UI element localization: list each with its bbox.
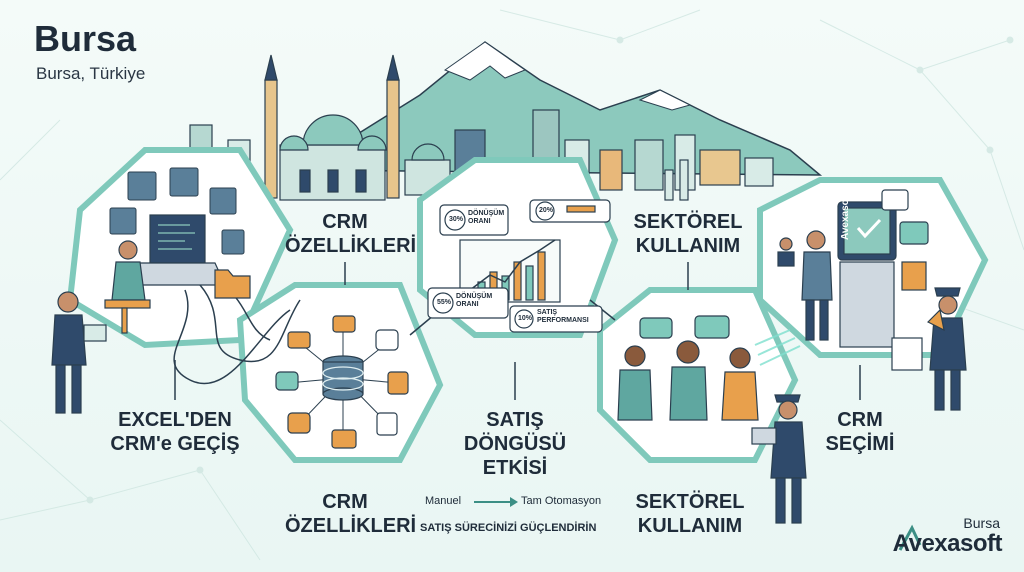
kiosk-screen-text: Avexasoft <box>840 192 851 240</box>
label-sector-top: SEKTÖREL KULLANIM <box>633 211 743 257</box>
digital-stream <box>754 329 801 366</box>
badge2-value: 20% <box>539 207 554 214</box>
laptop <box>129 214 226 286</box>
folder-open-icon <box>331 429 357 449</box>
avexasoft-logo-mark <box>898 524 922 551</box>
label-sales-cycle: SATIŞ DÖNGÜSÜ ETKİSİ <box>463 409 567 479</box>
automation-from: Manuel <box>425 495 462 507</box>
label-crm-features-bottom: CRM ÖZELLİKLERİ <box>285 491 417 537</box>
mosque <box>264 54 451 201</box>
mail-icon <box>332 315 356 333</box>
doorman-right <box>891 287 967 411</box>
label-excel-to-crm: EXCEL'DEN CRM'e GEÇİŞ <box>110 409 240 455</box>
envelope-icon <box>287 331 311 349</box>
label-sector-bottom: SEKTÖREL KULLANIM <box>635 491 745 537</box>
badge4-label: SATIŞ PERFORMANSI <box>537 309 589 324</box>
folder-icon <box>214 269 251 299</box>
label-crm-selection: CRM SEÇİMİ <box>825 409 895 455</box>
badge1-value: 30% <box>449 216 464 223</box>
page-subtitle: Bursa, Türkiye <box>36 64 146 83</box>
phone-icon <box>375 329 399 351</box>
document-icon <box>387 371 409 395</box>
badge3-value: 55% <box>437 299 452 306</box>
automation-arrow <box>474 497 518 507</box>
sales-dashboard <box>427 199 611 333</box>
crm-hub <box>275 315 409 449</box>
chat-icon <box>275 371 299 391</box>
courier-person <box>751 394 807 524</box>
automation-to: Tam Otomasyon <box>521 495 602 507</box>
badge4-value: 10% <box>518 315 533 322</box>
page-title: Bursa <box>34 18 137 59</box>
businessman-left <box>51 291 107 414</box>
label-crm-features-top: CRM ÖZELLİKLERİ <box>285 211 417 257</box>
brand-city: Bursa <box>963 515 1000 531</box>
call-icon <box>287 412 311 434</box>
crm-kiosk <box>777 189 929 348</box>
badge1-label: DÖNÜŞÜM ORANI <box>468 210 505 225</box>
automation-tagline: SATIŞ SÜRECİNİZİ GÜÇLENDİRİN <box>420 522 597 534</box>
office-worker <box>104 240 151 334</box>
team-people <box>617 315 759 421</box>
database-icon <box>322 355 364 401</box>
invoice-icon <box>376 412 398 436</box>
network-background <box>0 9 1024 561</box>
brand-name: Avexasoft <box>892 530 1003 557</box>
floppy-disks <box>109 167 245 255</box>
badge3-label: DÖNÜŞÜM ORANI <box>456 293 493 308</box>
